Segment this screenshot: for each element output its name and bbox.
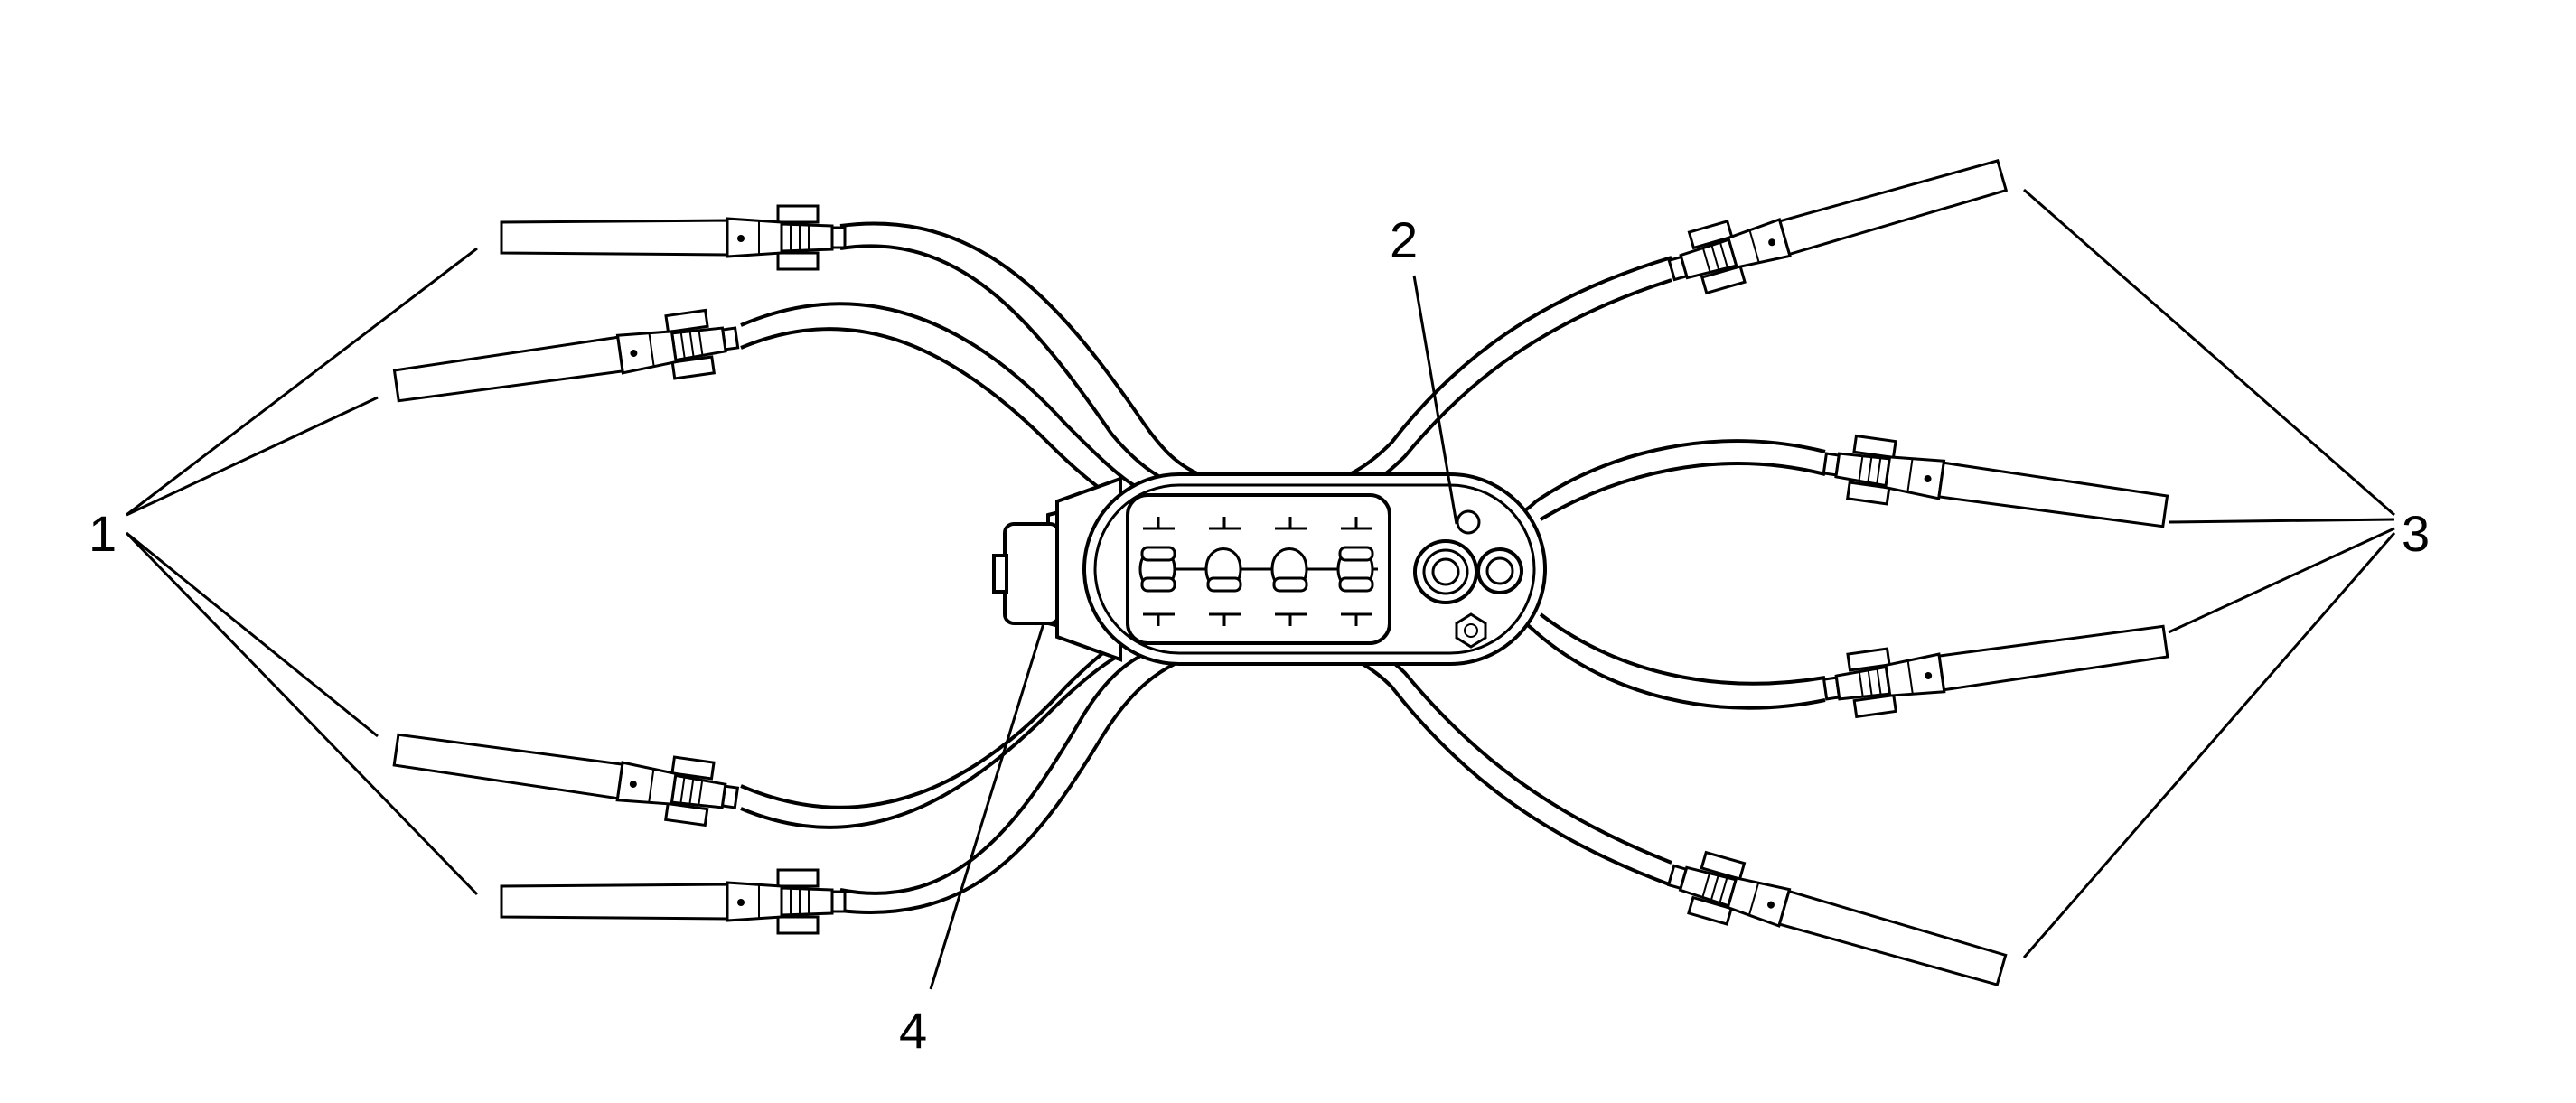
- left-connectors: [390, 204, 847, 935]
- connector-left-4: [500, 868, 847, 935]
- right-connectors: [1661, 144, 2171, 1002]
- connector-left-3: [390, 716, 743, 831]
- connector-right-3: [1819, 608, 2171, 723]
- connector-right-2: [1819, 430, 2171, 545]
- callout-4: 4: [899, 1002, 927, 1059]
- connector-left-2: [390, 304, 743, 419]
- callout-3: 3: [2402, 505, 2430, 562]
- callout-2: 2: [1390, 211, 1418, 268]
- connector-right-4: [1661, 843, 2012, 1002]
- central-connector-body: [992, 472, 1547, 666]
- callout-1: 1: [89, 505, 117, 562]
- connector-left-1: [500, 204, 847, 271]
- leader-lines: [125, 188, 2396, 990]
- connector-right-1: [1662, 144, 2012, 303]
